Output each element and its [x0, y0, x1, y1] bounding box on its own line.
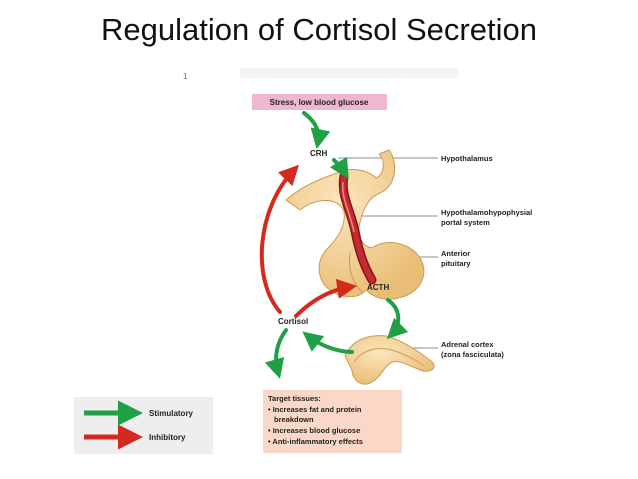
- corner-mark: 1: [183, 72, 188, 81]
- target-effect-1: • Increases fat and protein: [268, 405, 362, 414]
- adrenal-cortex-tissue: [344, 335, 435, 385]
- target-effect-3: • Anti-inflammatory effects: [268, 437, 363, 446]
- stimulus-label: Stress, low blood glucose: [270, 98, 369, 107]
- adrenal-to-cortisol-arrow: [302, 331, 354, 354]
- stimulatory-arrows: [264, 111, 409, 379]
- crh-to-portal-arrow: [329, 156, 349, 180]
- portal-system-label-line2: portal system: [441, 218, 490, 227]
- legend-stimulatory-label: Stimulatory: [149, 409, 194, 418]
- anterior-pituitary-label-line2: pituitary: [441, 259, 471, 268]
- figure-top-strip: [240, 68, 458, 78]
- portal-vessel-highlight: [341, 181, 355, 233]
- portal-vessel: [340, 173, 375, 283]
- stimulus-box: [252, 94, 387, 110]
- crh-label: CRH: [310, 149, 328, 158]
- cortisol-label: Cortisol: [278, 317, 308, 326]
- portal-system-label-line1: Hypothalamohypophysial: [441, 208, 532, 217]
- cortisol-to-pituitary-inhibitory-arrow: [294, 279, 358, 318]
- adrenal-zona-line: [353, 347, 425, 367]
- stimulus-to-crh-arrow: [302, 111, 331, 150]
- adrenal-cortex-label-line2: (zona fasciculata): [441, 350, 504, 359]
- slide-title: Regulation of Cortisol Secretion: [101, 12, 537, 47]
- adrenal-cortex-label-line1: Adrenal cortex: [441, 340, 494, 349]
- target-effect-2: • Increases blood glucose: [268, 426, 360, 435]
- target-effect-1-cont: breakdown: [274, 415, 314, 424]
- legend-inhibitory-label: Inhibitory: [149, 433, 186, 442]
- target-tissues-box: [263, 390, 402, 453]
- hypothalamus-label: Hypothalamus: [441, 154, 493, 163]
- pituitary-cleft: [349, 251, 363, 293]
- acth-to-adrenal-arrow: [386, 298, 409, 340]
- acth-label: ACTH: [367, 283, 389, 292]
- legend-box: [74, 397, 213, 454]
- anterior-pituitary-label-line1: Anterior: [441, 249, 470, 258]
- target-tissues-heading: Target tissues:: [268, 394, 321, 403]
- cortisol-to-target-arrow: [264, 328, 288, 379]
- inhibitory-arrows: [259, 164, 358, 318]
- cortisol-to-hypothalamus-inhibitory-arrow: [259, 164, 299, 314]
